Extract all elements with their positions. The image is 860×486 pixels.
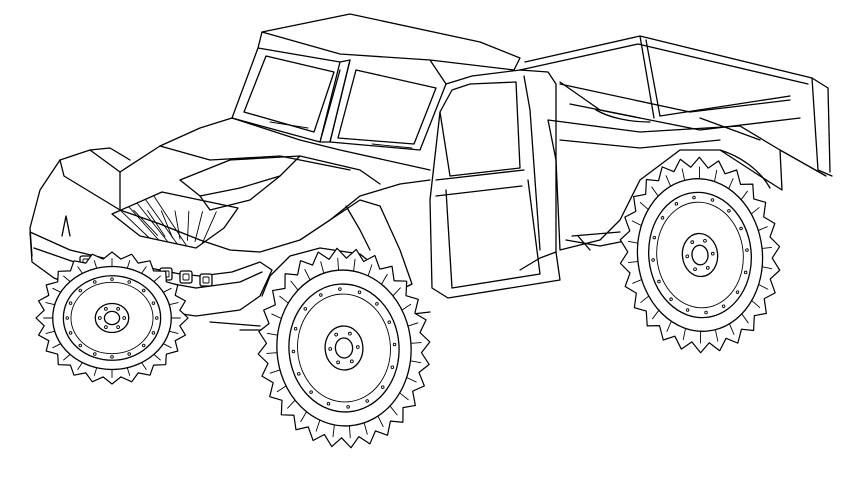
wheel-rim (288, 283, 400, 413)
grille-slat (160, 210, 173, 239)
headlight (179, 270, 193, 284)
grille-slat (202, 211, 217, 244)
front-right-wheel (257, 247, 431, 449)
grille-slat (128, 206, 160, 241)
grille-slat (194, 211, 203, 242)
wheel-rim (62, 275, 162, 361)
grille-slat (133, 209, 158, 236)
wheel-hub (681, 232, 719, 278)
tire-tread (619, 156, 781, 354)
wheel-hub (94, 302, 130, 334)
wheel-hub (324, 325, 364, 371)
tire-sidewall (52, 265, 172, 371)
cab (231, 13, 561, 299)
wheels-group (35, 156, 781, 449)
grille-slat (136, 202, 169, 243)
rear-bed-cage (519, 35, 833, 177)
tire-tread (35, 251, 189, 385)
headlight (199, 273, 213, 287)
hood-vent-grille (111, 191, 239, 249)
grille-slat (147, 210, 166, 237)
grille-slat (187, 210, 190, 241)
tire-sidewall (636, 178, 764, 332)
grille-slat (119, 209, 150, 239)
rear-body-panel (547, 109, 783, 251)
grille-slat (174, 210, 181, 240)
tire-tread (257, 247, 431, 449)
grille-slat (153, 195, 188, 247)
wheel-rim (648, 191, 752, 319)
tire-sidewall (276, 269, 412, 427)
rear-right-wheel (619, 156, 781, 354)
front-left-wheel (35, 251, 189, 385)
